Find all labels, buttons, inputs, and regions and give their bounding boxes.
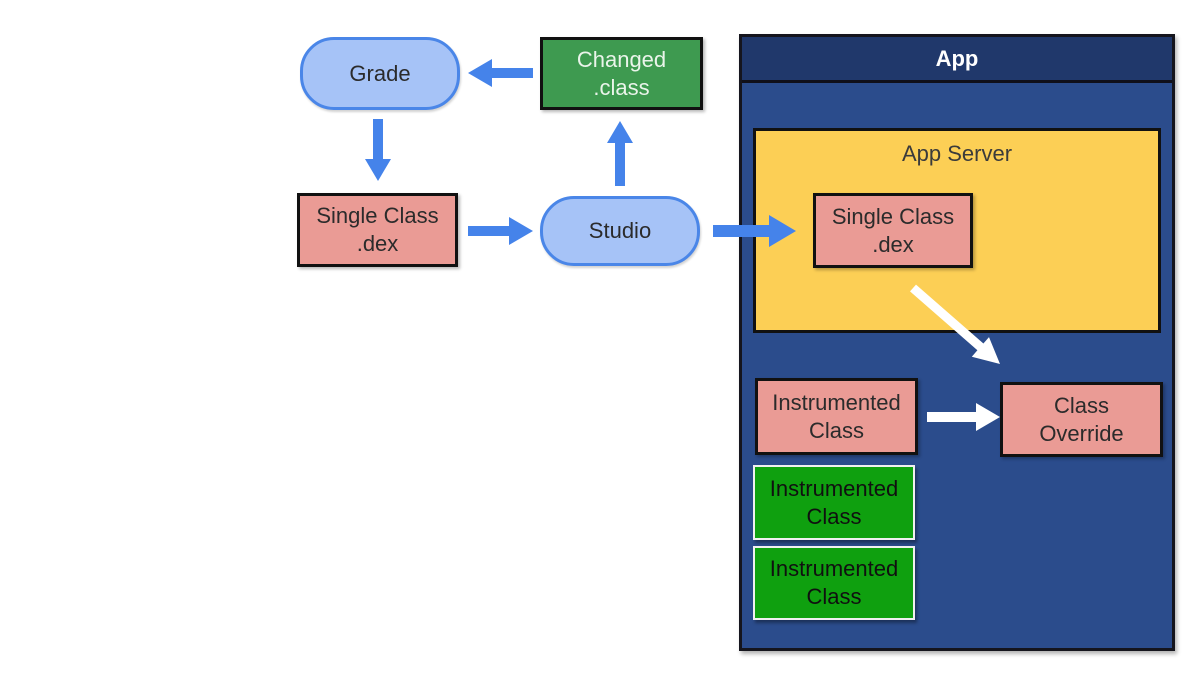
node-class-override: Class Override xyxy=(1000,382,1163,457)
arrow-dex-to-studio-icon xyxy=(468,217,533,245)
node-studio-label: Studio xyxy=(588,218,652,244)
node-instrumented-class-green-1: Instrumented Class xyxy=(753,465,915,540)
node-instrumented-class-pink-label: Instrumented Class xyxy=(772,389,901,443)
node-changed-class-label: Changed .class xyxy=(576,46,667,100)
node-instrumented-class-green-2-label: Instrumented Class xyxy=(769,556,899,609)
node-grade: Grade xyxy=(300,37,460,110)
node-class-override-label: Class Override xyxy=(1039,392,1124,446)
node-changed-class: Changed .class xyxy=(540,37,703,110)
node-instrumented-class-green-1-label: Instrumented Class xyxy=(769,475,899,529)
arrow-changed-to-grade-icon xyxy=(468,59,533,87)
arrow-grade-to-dex-icon xyxy=(365,119,391,181)
app-header: App xyxy=(742,37,1172,83)
node-single-class-dex-label: Single Class .dex xyxy=(316,203,439,256)
node-single-class-dex: Single Class .dex xyxy=(297,193,458,267)
app-title: App xyxy=(935,45,979,71)
app-server-label: App Server xyxy=(901,141,1013,166)
node-single-class-dex-server-label: Single Class .dex xyxy=(831,203,955,257)
node-instrumented-class-pink: Instrumented Class xyxy=(755,378,918,455)
node-grade-label: Grade xyxy=(349,60,411,86)
arrow-studio-to-changed-icon xyxy=(607,121,633,186)
node-studio: Studio xyxy=(540,196,700,266)
node-single-class-dex-server: Single Class .dex xyxy=(813,193,973,268)
node-instrumented-class-green-2: Instrumented Class xyxy=(753,546,915,620)
